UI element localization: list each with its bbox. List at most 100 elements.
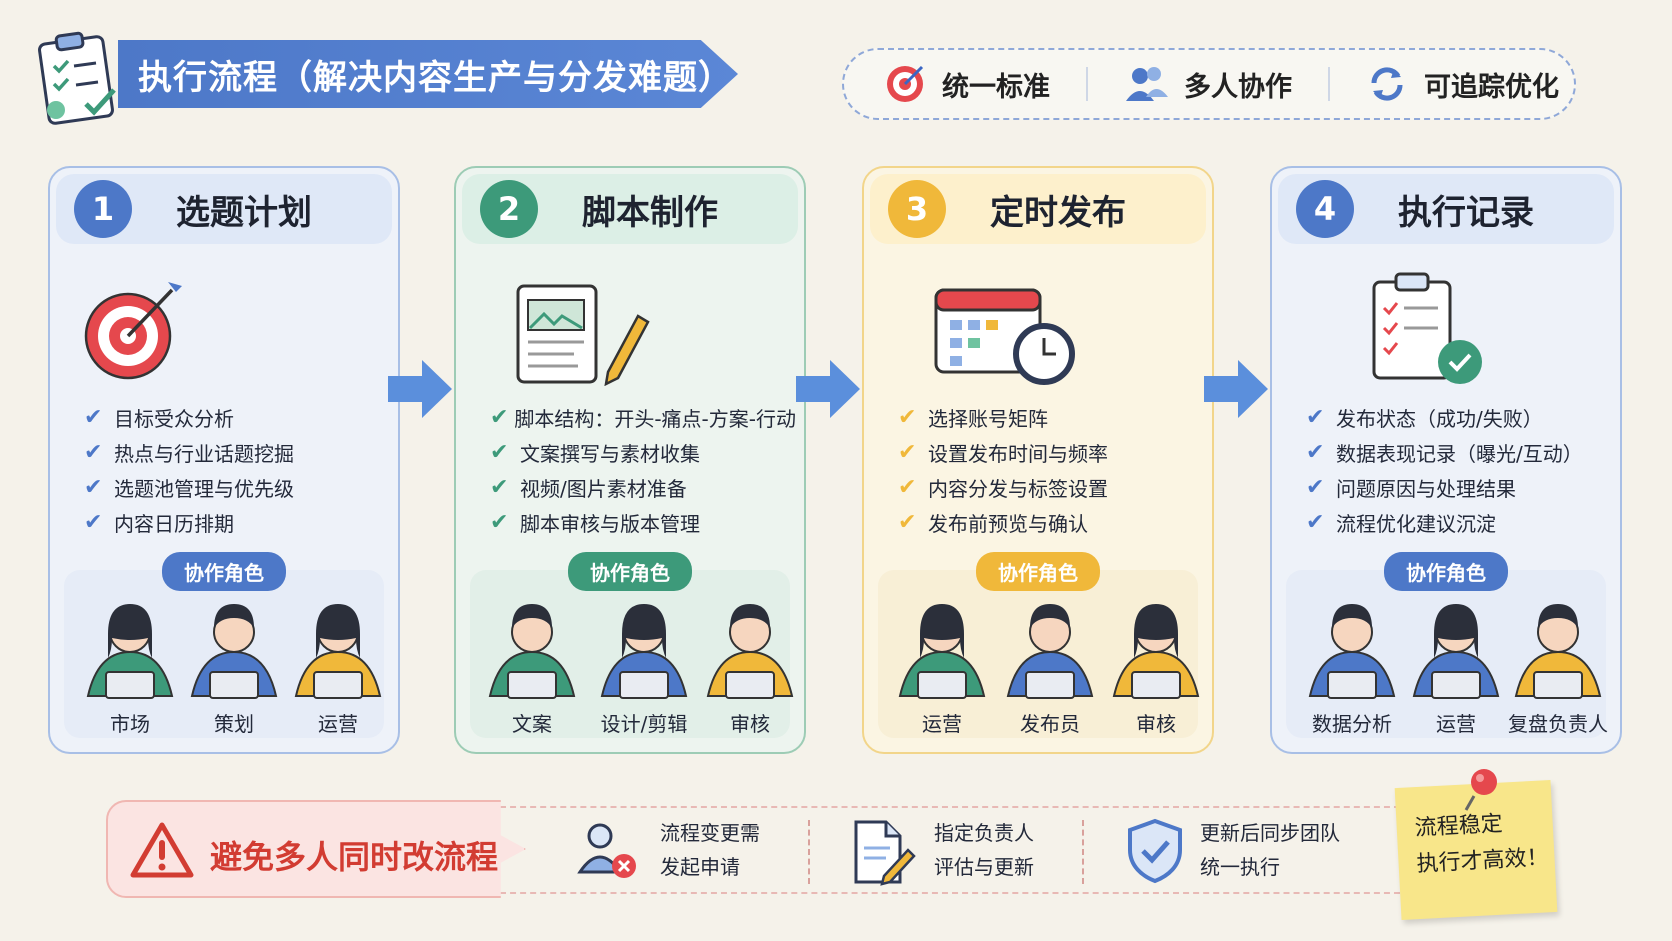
list-item-text: 发布前预览与确认 xyxy=(928,512,1088,536)
step-title: 定时发布 xyxy=(990,192,1126,233)
step-card: 1 选题计划✔目标受众分析✔热点与行业话题挖掘✔选题池管理与优先级✔内容日历排期… xyxy=(48,166,400,754)
role-name: 发布员 xyxy=(1020,712,1080,736)
flow-arrow-icon xyxy=(1204,360,1268,418)
divider xyxy=(1328,67,1330,101)
list-item-text: 数据表现记录（曝光/互动） xyxy=(1336,442,1583,466)
target-icon xyxy=(84,282,182,380)
role-avatar: 策划 xyxy=(182,596,286,736)
role-name: 复盘负责人 xyxy=(1508,712,1608,736)
step-number-badge: 2 xyxy=(480,180,538,238)
team-icon xyxy=(1126,67,1168,101)
list-item-text: 问题原因与处理结果 xyxy=(1336,477,1516,501)
page-title-banner: 执行流程（解决内容生产与分发难题） xyxy=(118,40,738,108)
check-icon: ✔ xyxy=(1306,510,1325,535)
step-illustration xyxy=(864,268,1212,548)
list-item-text: 目标受众分析 xyxy=(114,407,234,431)
role-name: 运营 xyxy=(1436,712,1476,736)
page-title: 执行流程（解决内容生产与分发难题） xyxy=(138,57,733,98)
list-item: ✔脚本结构：开头-痛点-方案-行动 xyxy=(490,400,796,435)
refresh-icon xyxy=(1371,67,1403,101)
user-request-icon xyxy=(577,823,636,878)
feature-label: 可追踪优化 xyxy=(1424,71,1559,103)
divider xyxy=(1086,67,1088,101)
role-name: 市场 xyxy=(110,712,150,736)
role-avatar: 设计/剪辑 xyxy=(592,596,696,736)
list-item: ✔ 内容分发与标签设置 xyxy=(898,470,1204,505)
calendar-clock-icon xyxy=(934,288,1075,385)
step-checklist: ✔脚本结构：开头-痛点-方案-行动✔文案撰写与素材收集✔视频/图片素材准备✔脚本… xyxy=(490,400,796,540)
check-icon: ✔ xyxy=(898,475,917,500)
list-item: ✔内容日历排期 xyxy=(84,505,390,540)
step-checklist: ✔目标受众分析✔热点与行业话题挖掘✔选题池管理与优先级✔内容日历排期 xyxy=(84,400,390,540)
roles-panel: 协作角色运营发布员审核 xyxy=(878,552,1200,738)
check-icon: ✔ xyxy=(84,440,103,465)
check-icon: ✔ xyxy=(490,440,509,465)
step-title: 脚本制作 xyxy=(582,192,718,233)
roles-panel: 协作角色数据分析运营 复盘负责人 xyxy=(1286,552,1608,738)
warning-step: 指定负责人评估与更新 xyxy=(934,816,1034,884)
role-avatar: 文案 xyxy=(480,596,584,736)
role-avatar: 复盘负责人 xyxy=(1506,596,1610,736)
checklist-clipboard-icon xyxy=(1372,272,1482,384)
role-name: 文案 xyxy=(512,712,552,736)
check-icon: ✔ xyxy=(898,405,917,430)
check-icon: ✔ xyxy=(898,510,917,535)
step-title: 选题计划 xyxy=(176,192,312,233)
role-avatar: 审核 xyxy=(1104,596,1208,736)
roles-badge: 协作角色 xyxy=(976,552,1100,591)
step-card: 4 执行记录✔发布状态（成功/失败）✔数据表现记录（曝光/互动）✔问题原因与处理… xyxy=(1270,166,1622,754)
role-name: 审核 xyxy=(1136,712,1176,736)
feature-label: 多人协作 xyxy=(1184,71,1292,103)
shield-check-icon xyxy=(1128,818,1182,884)
step-card: 2 脚本制作✔脚本结构：开头-痛点-方案-行动✔文案撰写与素材收集✔视频/图片素… xyxy=(454,166,806,754)
role-name: 设计/剪辑 xyxy=(600,712,688,736)
target-icon xyxy=(887,65,924,102)
step-number-badge: 4 xyxy=(1296,180,1354,238)
check-icon: ✔ xyxy=(1306,440,1325,465)
list-item-text: 内容分发与标签设置 xyxy=(928,477,1108,501)
role-name: 运营 xyxy=(318,712,358,736)
list-item: ✔设置发布时间与频率 xyxy=(898,435,1204,470)
list-item-text: 脚本结构：开头-痛点-方案-行动 xyxy=(514,407,796,431)
role-avatar: 运营 xyxy=(1404,596,1508,736)
list-item: ✔ 数据表现记录（曝光/互动） xyxy=(1306,435,1612,470)
list-item: ✔目标受众分析 xyxy=(84,400,390,435)
step-number-badge: 1 xyxy=(74,180,132,238)
feature-unified-standard: 统一标准 xyxy=(884,63,1050,105)
step-checklist: ✔选择账号矩阵✔设置发布时间与频率✔内容分发与标签设置✔发布前预览与确认 xyxy=(898,400,1204,540)
feature-pill: 统一标准 多人协作 可追踪优化 xyxy=(842,48,1576,120)
list-item-text: 流程优化建议沉淀 xyxy=(1336,512,1496,536)
step-checklist: ✔发布状态（成功/失败）✔数据表现记录（曝光/互动）✔问题原因与处理结果✔流程优… xyxy=(1306,400,1612,540)
list-item: ✔ 问题原因与处理结果 xyxy=(1306,470,1612,505)
warning-icon xyxy=(130,822,194,878)
feature-trackable: 可追踪优化 xyxy=(1366,63,1559,105)
step-card-header: 3 定时发布 xyxy=(870,174,1206,244)
note-line: 执行才高效！ xyxy=(1416,845,1550,878)
role-avatar: 发布员 xyxy=(998,596,1102,736)
list-item-text: 选题池管理与优先级 xyxy=(114,477,294,501)
role-avatar: 数据分析 xyxy=(1300,596,1404,736)
flow-arrow-icon xyxy=(796,360,860,418)
step-line: 流程变更需 xyxy=(660,821,760,845)
bottom-band xyxy=(500,806,1400,894)
check-icon: ✔ xyxy=(490,405,509,430)
list-item: ✔视频/图片素材准备 xyxy=(490,470,796,505)
list-item-text: 选择账号矩阵 xyxy=(928,407,1048,431)
list-item: ✔脚本审核与版本管理 xyxy=(490,505,796,540)
document-edit-icon xyxy=(854,820,916,886)
check-icon: ✔ xyxy=(84,510,103,535)
warning-title: 避免多人同时改流程 xyxy=(210,838,499,876)
check-icon: ✔ xyxy=(1306,475,1325,500)
list-item: ✔文案撰写与素材收集 xyxy=(490,435,796,470)
list-item: ✔ 发布前预览与确认 xyxy=(898,505,1204,540)
warning-step: 更新后同步团队统一执行 xyxy=(1200,816,1340,884)
check-icon: ✔ xyxy=(898,440,917,465)
step-line: 统一执行 xyxy=(1200,855,1280,879)
roles-badge: 协作角色 xyxy=(1384,552,1508,591)
role-name: 策划 xyxy=(214,712,254,736)
step-line: 评估与更新 xyxy=(934,855,1034,879)
step-line: 指定负责人 xyxy=(934,821,1034,845)
list-item: ✔ 选择账号矩阵 xyxy=(898,400,1204,435)
role-avatar: 市场 xyxy=(78,596,182,736)
check-icon: ✔ xyxy=(490,475,509,500)
